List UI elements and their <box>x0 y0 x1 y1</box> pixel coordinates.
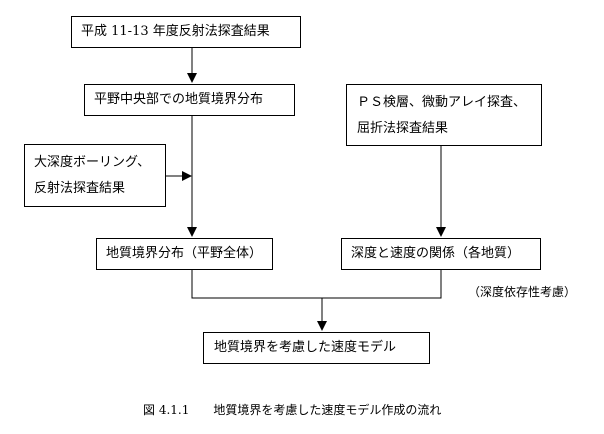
box-plain-boundary: 地質境界分布（平野全体） <box>96 238 273 270</box>
box-deep-boring-line2: 反射法探査結果 <box>34 181 126 196</box>
box-velocity-model: 地質境界を考慮した速度モデル <box>203 332 430 364</box>
merge-connector <box>191 270 442 299</box>
box-central-boundary: 平野中央部での地質境界分布 <box>84 84 295 116</box>
box-ps-logging-line1: ＰＳ検層、微動アレイ探査、 <box>357 95 527 110</box>
box-ps-logging: ＰＳ検層、微動アレイ探査、 屈折法探査結果 <box>346 84 542 146</box>
box-depth-velocity-label: 深度と速度の関係（各地質） <box>351 246 521 261</box>
box-depth-velocity: 深度と速度の関係（各地質） <box>341 238 541 270</box>
box-plain-boundary-label: 地質境界分布（平野全体） <box>106 246 263 261</box>
figure-title: 地質境界を考慮した速度モデル作成の流れ <box>213 403 442 417</box>
box-ps-logging-line2: 屈折法探査結果 <box>357 121 449 136</box>
box-velocity-model-label: 地質境界を考慮した速度モデル <box>214 340 397 355</box>
box-deep-boring: 大深度ボーリング、 反射法探査結果 <box>24 144 166 207</box>
box-survey-results: 平成 11-13 年度反射法探査結果 <box>71 16 301 48</box>
figure-number: 図 4.1.1 <box>143 403 190 417</box>
box-survey-results-label: 平成 11-13 年度反射法探査結果 <box>81 24 270 39</box>
box-deep-boring-line1: 大深度ボーリング、 <box>34 155 151 170</box>
figure-caption: 図 4.1.1 地質境界を考慮した速度モデル作成の流れ <box>143 401 441 418</box>
box-central-boundary-label: 平野中央部での地質境界分布 <box>94 92 264 107</box>
depth-dependence-note: （深度依存性考慮） <box>468 285 577 299</box>
